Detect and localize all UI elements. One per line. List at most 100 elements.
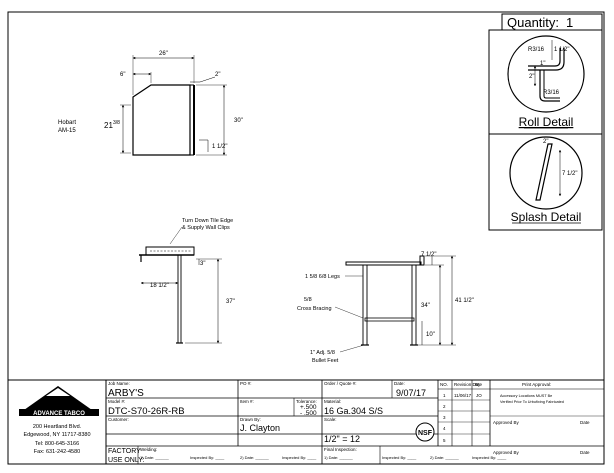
roll-r-bottom: R3/16 <box>543 90 560 96</box>
front-dim-height: 37" <box>226 299 235 305</box>
date-label: Date: <box>394 381 405 386</box>
final-line-4: Inspected By: ____ <box>472 455 507 460</box>
approval-note-1: Accessory Locations MUST Be <box>500 394 552 398</box>
rev-header-date: Revision Date <box>454 382 483 387</box>
rev-row-3-no: 3 <box>443 415 446 420</box>
job-name: ARBY'S <box>108 388 144 399</box>
roll-r-top: R3/16 <box>528 47 545 53</box>
revision-table: NO. Revision Date By 1 11/06/17 JO 2 3 4… <box>438 380 604 446</box>
company-tel: Tel: 800-645-3166 <box>35 441 79 447</box>
factory-use-2: USE ONLY: <box>108 457 144 464</box>
rev-header-by: By <box>475 382 481 387</box>
front-dim-left: 18 1/2" <box>150 283 169 289</box>
welding-line-2: Inspected By: ____ <box>190 455 225 460</box>
company-address-2: Edgewood, NY 11717-8380 <box>23 432 90 438</box>
plan-depth: 30" <box>234 118 243 124</box>
roll-detail: R3/16 1 1/2" 2" 1" R3/16 Roll Detail <box>488 29 603 135</box>
tolerance-plus: +.500 <box>300 404 317 411</box>
welding-line-4: Inspected By: ____ <box>282 455 317 460</box>
model-label: Model #: <box>108 399 125 404</box>
splash-dim-top: 2" <box>543 139 548 145</box>
roll-profile <box>528 48 565 71</box>
final-line-3: 2) Date: ______ <box>430 455 459 460</box>
rev-row-5-no: 5 <box>443 438 446 443</box>
side-feet-1: 1" Adj. 5/8 <box>310 350 335 356</box>
welding-line-3: 2) Date: ______ <box>240 455 269 460</box>
front-leg <box>177 254 182 344</box>
plan-notch: 6" <box>120 72 125 78</box>
side-bracing-1: 5/8 <box>304 297 312 303</box>
approval-note-2: Verified Prior To Urbufixing Fabricated <box>500 400 564 404</box>
roll-detail-title: Roll Detail <box>519 115 574 129</box>
scale-label: Scale: <box>324 417 337 422</box>
side-cross-brace <box>364 317 415 322</box>
splash-detail: 2" 7 1/2" Splash Detail <box>488 133 603 231</box>
approved-date-1: Date <box>580 420 590 425</box>
splash-dim-height: 7 1/2" <box>562 171 577 177</box>
company-name: ADVANCE TABCO <box>33 411 85 417</box>
drawn-label: Drawn By: <box>240 417 261 422</box>
material-label: Material: <box>324 399 341 404</box>
plan-rear: 1 1/2" <box>212 144 227 150</box>
nsf-label: NSF <box>418 430 433 437</box>
plan-note-1: Hobart <box>58 120 76 126</box>
plan-left-dim: 21 <box>104 121 113 130</box>
print-approval-label: Print Approval: <box>522 382 551 387</box>
final-line-1: 1) Date: ______ <box>324 455 353 460</box>
front-note-2: & Supply Wall Clips <box>182 225 230 231</box>
plan-note-2: AM-15 <box>58 128 76 134</box>
side-bracing-2: Cross Bracing <box>297 306 332 312</box>
plan-width: 26" <box>159 51 168 57</box>
front-view: Turn Down Tile Edge & Supply Wall Clips … <box>139 218 235 344</box>
roll-dim-side: 2" <box>529 74 534 80</box>
plan-outline <box>132 84 191 156</box>
welding-label: Welding: <box>140 447 157 452</box>
nsf-badge: NSF <box>415 422 435 442</box>
rev-row-2-no: 2 <box>443 404 446 409</box>
model-value: DTC-S70-26R-RB <box>108 406 185 417</box>
side-top <box>345 261 422 266</box>
plan-right-gap: 2" <box>215 72 220 78</box>
roll-dim-top: 1 1/2" <box>554 47 569 53</box>
job-name-label: Job Name: <box>108 381 130 386</box>
side-view: 1 5/8 6/8 Legs 5/8 Cross Bracing 1" Adj.… <box>297 252 474 364</box>
company-fax: Fax: 631-242-4580 <box>34 449 80 455</box>
quantity-box: Quantity: 1 <box>501 13 603 31</box>
plan-view: 26" 6" 2" 30" 1 1/2" 21 3/8 Hobart AM-15 <box>58 51 243 156</box>
front-note-1: Turn Down Tile Edge <box>182 218 233 224</box>
side-leg-left <box>362 264 368 346</box>
rev-row-1-by: JO <box>476 393 482 398</box>
approved-by-1: Approved By <box>493 420 520 425</box>
approved-date-2: Date <box>580 450 590 455</box>
scale-value: 1/2" = 12 <box>324 434 360 444</box>
tolerance-minus: - .500 <box>300 410 317 417</box>
po-label: PO #: <box>240 381 252 386</box>
company-address-1: 200 Heartland Blvd. <box>33 424 82 430</box>
quantity-value: 1 <box>566 15 573 30</box>
plan-left-dim-frac: 3/8 <box>113 120 120 126</box>
date-value: 9/07/17 <box>396 388 426 398</box>
factory-use-1: FACTORY <box>108 448 141 455</box>
side-height-work: 34" <box>421 303 430 309</box>
rev-header-no: NO. <box>440 382 448 387</box>
side-height-total: 41 1/2" <box>455 298 474 304</box>
welding-line-1: 1) Date: ______ <box>140 455 169 460</box>
splash-profile <box>535 143 553 201</box>
rev-row-1-no: 1 <box>443 393 446 398</box>
material-value: 16 Ga.304 S/S <box>324 406 383 416</box>
rev-row-4-no: 4 <box>443 426 446 431</box>
side-splash: 7 1/2" <box>421 252 436 258</box>
tolerance-label: Tolerance: <box>296 399 317 404</box>
approved-by-2: Approved By <box>493 450 520 455</box>
roll-dim-inner: 1" <box>540 61 545 67</box>
company-logo: ADVANCE TABCO <box>19 386 99 417</box>
quantity-label: Quantity: <box>507 15 559 30</box>
roll-detail-circle <box>507 35 585 113</box>
front-dim-top: 3" <box>200 261 205 267</box>
side-bottom: 10" <box>426 332 435 338</box>
side-leg-right <box>411 264 417 346</box>
final-line-2: Inspected By: ____ <box>382 455 417 460</box>
side-legs-note: 1 5/8 6/8 Legs <box>305 274 340 280</box>
rev-row-1-date: 11/06/17 <box>454 393 472 398</box>
